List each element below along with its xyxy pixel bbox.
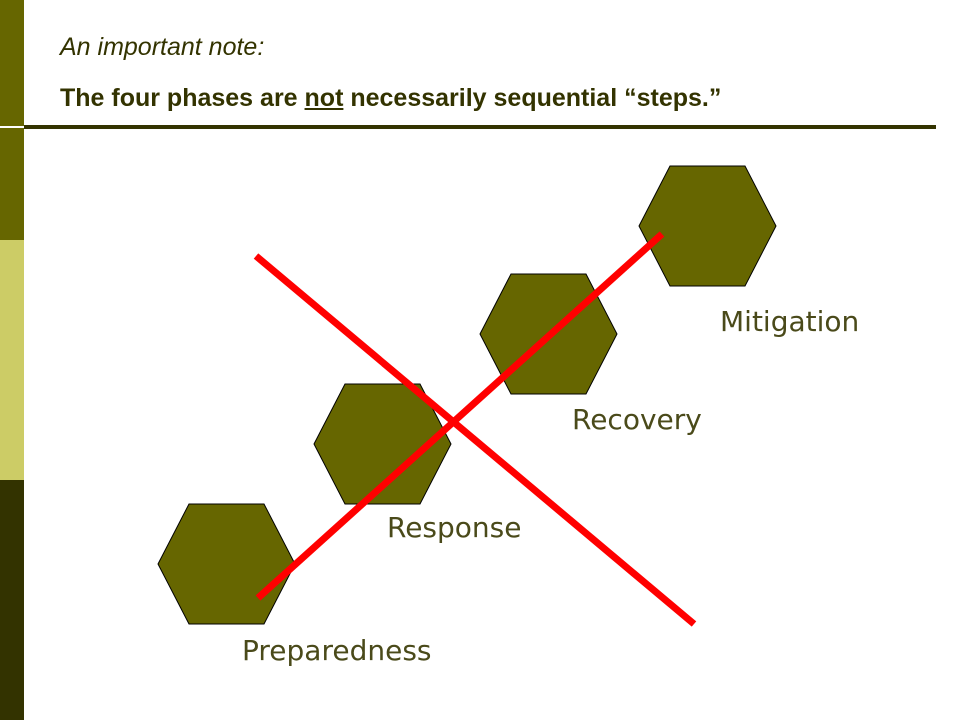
note-main: The four phases are not necessarily sequ… <box>60 84 721 113</box>
side-bar-segment <box>0 128 24 240</box>
phase-label-response: Response <box>387 511 522 544</box>
note-main-emphasis: not <box>304 84 344 112</box>
hexagon-mitigation <box>638 165 777 287</box>
side-bar-segment <box>0 480 24 720</box>
note-intro: An important note: <box>60 33 265 61</box>
side-bar-segment <box>0 0 24 126</box>
phase-label-recovery: Recovery <box>572 403 702 436</box>
hexagon-response <box>313 383 452 505</box>
cross-line-rising <box>255 231 665 601</box>
cross-line-falling <box>253 253 697 627</box>
hexagon-preparedness <box>157 503 296 625</box>
note-main-prefix: The four phases are <box>60 84 305 112</box>
title-rule <box>24 125 936 129</box>
phase-label-mitigation: Mitigation <box>720 305 860 338</box>
phase-label-preparedness: Preparedness <box>242 634 432 667</box>
note-main-suffix: necessarily sequential “steps.” <box>343 84 722 112</box>
side-bar-segment <box>0 240 24 480</box>
